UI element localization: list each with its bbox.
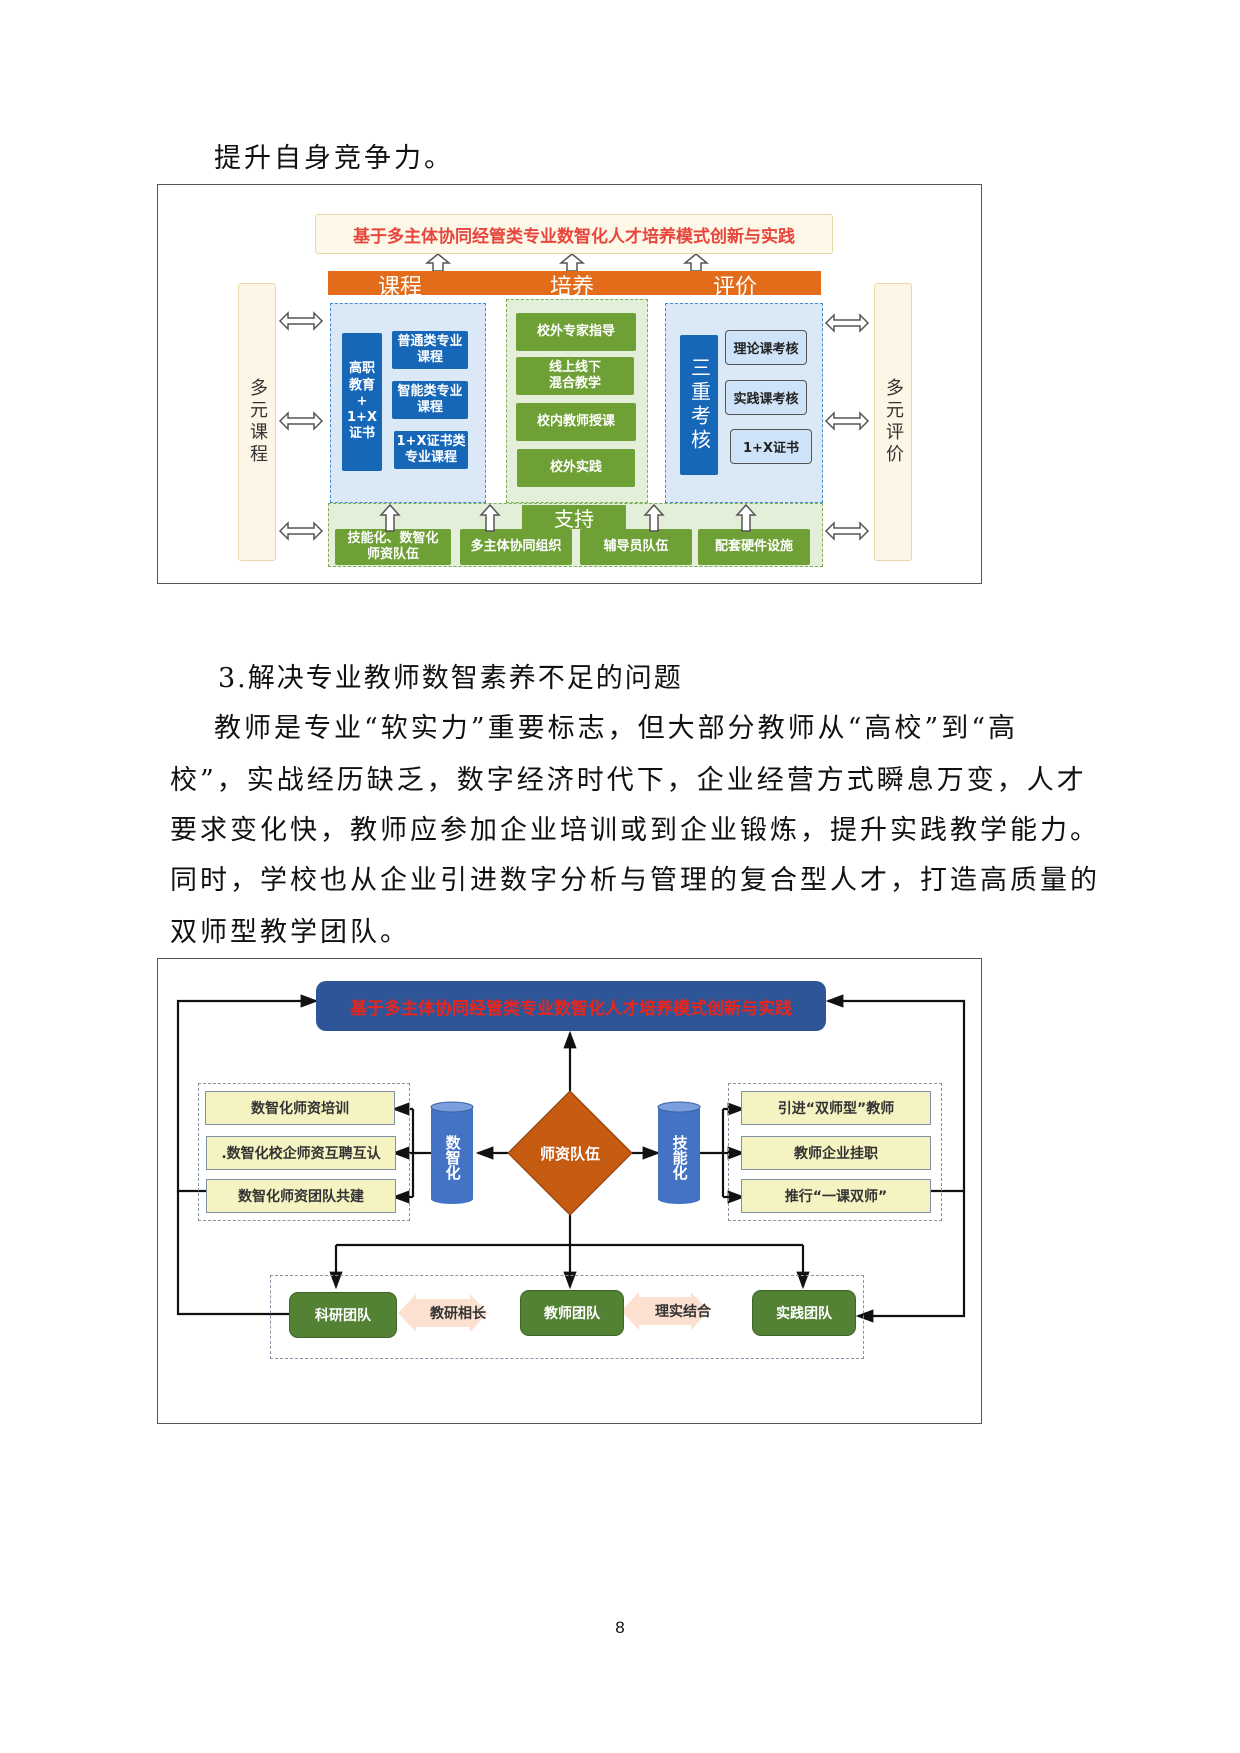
team-research: 科研团队 — [289, 1292, 397, 1338]
double-arrow-icon — [278, 521, 324, 541]
paragraph-line: 双师型教学团队。 — [170, 917, 410, 948]
cylinder-skill-label: 技能化 — [670, 1134, 689, 1180]
left-item: 数智化师资团队共建 — [206, 1179, 396, 1213]
training-item: 线上线下 混合教学 — [516, 357, 634, 395]
up-arrow-icon — [558, 253, 586, 272]
right-side-multi-evaluation: 多元评价 — [874, 283, 912, 561]
figure2-connectors — [176, 994, 966, 1332]
course-main-line: + — [356, 393, 368, 409]
figure2-title: 基于多主体协同经管类专业数智化人才培养模式创新与实践 — [316, 981, 826, 1031]
course-main-line: 证书 — [348, 426, 375, 442]
up-arrow-icon — [643, 503, 665, 532]
course-main-line: 1+X — [347, 410, 377, 426]
evaluation-item: 实践课考核 — [725, 380, 807, 415]
team-link-label: 理实结合 — [655, 1304, 711, 1320]
support-item-line: 师资队伍 — [366, 547, 419, 562]
training-item: 校内教师授课 — [516, 403, 636, 441]
teacher-team-diamond — [507, 1090, 633, 1216]
up-arrow-icon — [379, 503, 401, 532]
right-item: 教师企业挂职 — [741, 1136, 931, 1170]
figure1-arrows — [278, 253, 870, 541]
course-item-line: 智能类专业 — [397, 383, 463, 399]
paragraph-line: 同时，学校也从企业引进数字分析与管理的复合型人才，打造高质量的 — [170, 865, 1100, 896]
left-item: 数智化师资培训 — [205, 1091, 395, 1125]
up-arrow-icon — [735, 503, 757, 532]
cylinder-skill-icon — [657, 1101, 701, 1204]
right-item: 引进“双师型”教师 — [741, 1091, 931, 1125]
training-item-line: 混合教学 — [548, 376, 601, 391]
teams-zone — [270, 1275, 864, 1359]
course-item: 1+X证书类 专业课程 — [394, 431, 468, 469]
paragraph-line: 要求变化快，教师应参加企业培训或到企业锻炼，提升实践教学能力。 — [170, 815, 1100, 846]
training-item-line: 校外实践 — [549, 459, 602, 475]
intro-line: 提升自身竞争力。 — [214, 143, 454, 174]
team-link-label: 教研相长 — [430, 1306, 486, 1322]
training-item-line: 校外专家指导 — [536, 323, 615, 339]
up-arrow-icon — [682, 253, 710, 272]
bar-label-training: 培养 — [550, 275, 595, 300]
training-item: 校外实践 — [517, 449, 635, 487]
course-item-line: 1+X证书类 — [396, 433, 466, 449]
course-main-line: 教育 — [348, 377, 375, 393]
figure1-category-bar: 课程 培养 评价 — [328, 271, 821, 300]
course-item: 普通类专业 课程 — [392, 331, 468, 369]
right-items-zone — [728, 1083, 942, 1221]
support-item-line: 多主体协同组织 — [470, 538, 562, 554]
support-item: 多主体协同组织 — [460, 529, 572, 565]
course-item: 智能类专业 课程 — [392, 381, 468, 419]
page-number: 8 — [615, 1618, 625, 1637]
support-item-line: 配套硬件设施 — [714, 538, 793, 554]
figure-teacher-team: 基于多主体协同经管类专业数智化人才培养模式创新与实践 师资队伍 数智化 技能化 … — [157, 958, 982, 1424]
left-item: .数智化校企师资互聘互认 — [206, 1136, 396, 1170]
bar-label-evaluation: 评价 — [713, 275, 758, 300]
bar-label-course: 课程 — [378, 275, 423, 300]
cylinder-digital-icon — [430, 1101, 474, 1204]
support-item-line: 辅导员队伍 — [603, 538, 669, 554]
double-arrow-icon — [824, 411, 870, 431]
support-item-line: 技能化、数智化 — [347, 530, 439, 546]
paragraph-line: 校”，实战经历缺乏，数字经济时代下，企业经营方式瞬息万变，人才 — [170, 765, 1087, 796]
team-practice: 实践团队 — [752, 1290, 856, 1336]
course-main-line: 高职 — [348, 361, 375, 377]
right-item: 推行“一课双师” — [741, 1179, 931, 1213]
course-item-line: 普通类专业 — [397, 333, 463, 349]
up-arrow-icon — [424, 253, 452, 272]
course-item-line: 课程 — [416, 350, 443, 365]
teacher-team-label: 师资队伍 — [539, 1144, 600, 1163]
evaluation-item: 1+X证书 — [730, 429, 812, 464]
evaluation-item: 理论课考核 — [725, 330, 807, 365]
double-arrow-icon — [824, 521, 870, 541]
paragraph-line: 教师是专业“软实力”重要标志，但大部分教师从“高校”到“高 — [214, 713, 1019, 744]
support-title: 支持 — [522, 505, 626, 531]
left-side-multi-course: 多元课程 — [238, 283, 276, 561]
course-item-line: 课程 — [416, 400, 443, 415]
course-item-line: 专业课程 — [404, 450, 457, 465]
double-arrow-icon — [824, 313, 870, 333]
double-arrow-icon — [398, 1294, 488, 1332]
left-items-zone — [198, 1083, 410, 1221]
cylinder-digital-label: 数智化 — [443, 1134, 462, 1180]
support-arrows — [379, 503, 757, 532]
double-arrow-icon — [621, 1292, 709, 1330]
course-main-box: 高职 教育 + 1+X 证书 — [342, 333, 382, 471]
training-item-line: 校内教师授课 — [536, 413, 615, 429]
up-arrow-icon — [479, 503, 501, 532]
support-item: 辅导员队伍 — [580, 529, 692, 565]
training-item-line: 线上线下 — [548, 359, 601, 375]
double-arrow-icon — [278, 411, 324, 431]
evaluation-main-box: 三重考核 — [680, 335, 718, 475]
team-teachers: 教师团队 — [520, 1290, 624, 1336]
figure-cultivation-model: 基于多主体协同经管类专业数智化人才培养模式创新与实践 课程 培养 评价 多元课程… — [157, 184, 982, 584]
double-arrow-icon — [278, 311, 324, 331]
figure1-title: 基于多主体协同经管类专业数智化人才培养模式创新与实践 — [315, 214, 833, 254]
support-item: 技能化、数智化 师资队伍 — [335, 529, 451, 565]
training-item: 校外专家指导 — [516, 313, 636, 351]
section-heading: 3.解决专业教师数智素养不足的问题 — [218, 663, 683, 694]
support-item: 配套硬件设施 — [698, 529, 810, 565]
